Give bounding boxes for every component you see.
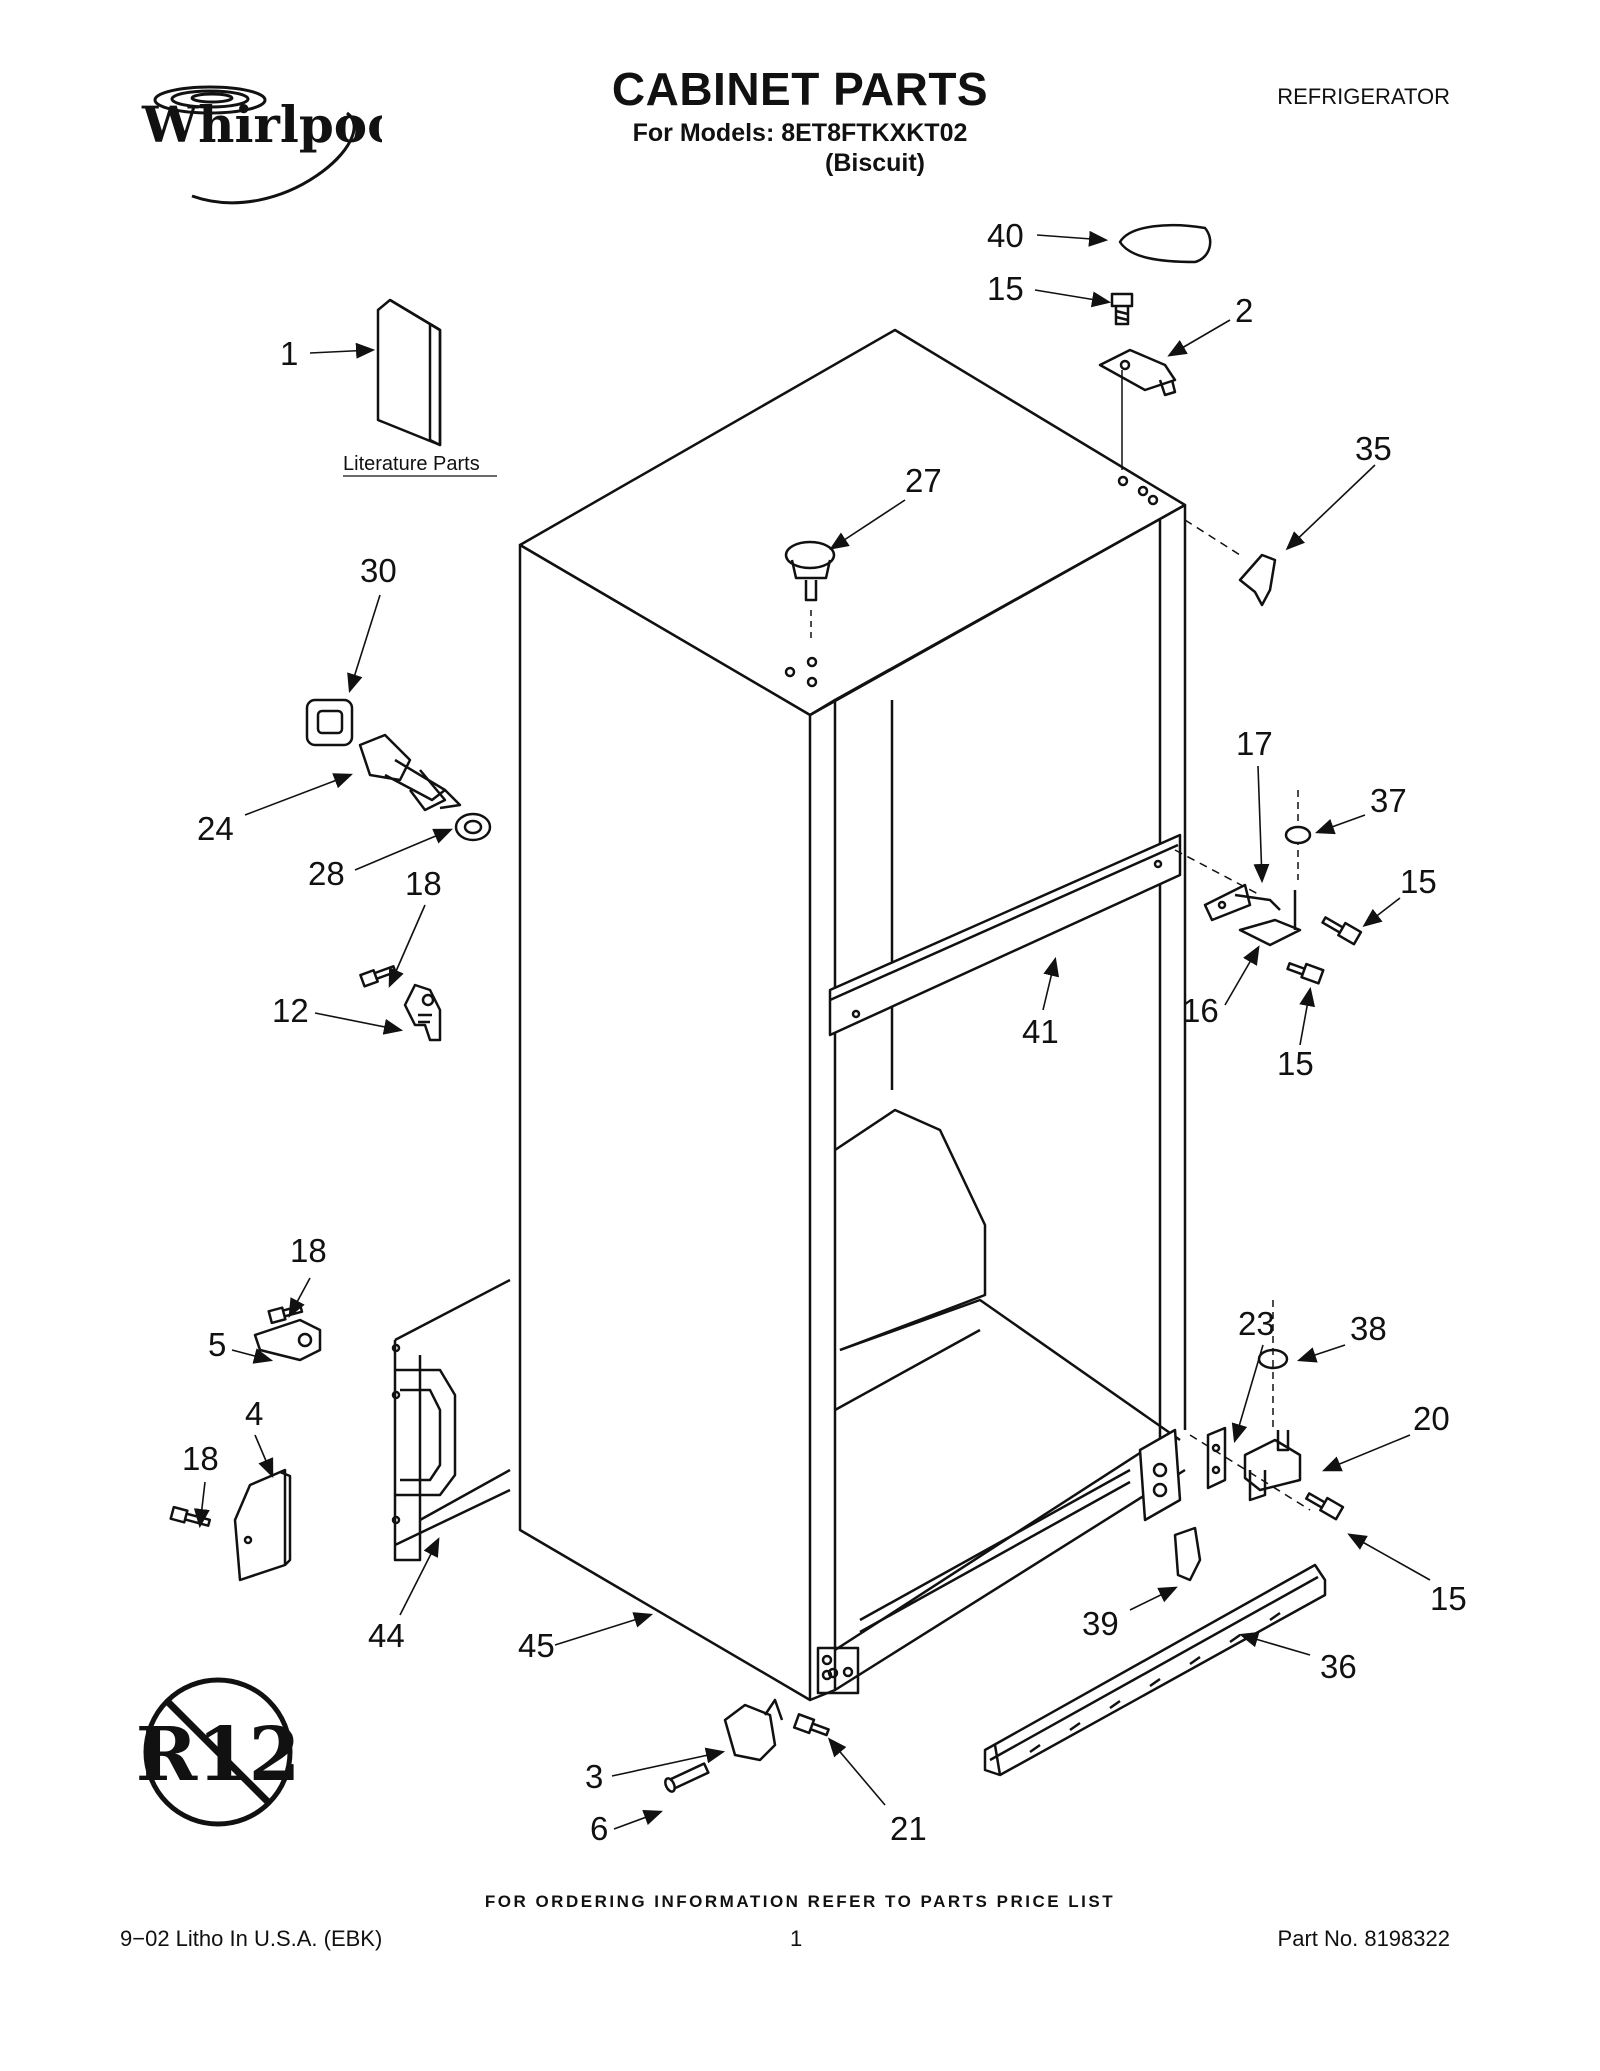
spacer-washer [454, 812, 492, 842]
callout-23: 23 [1238, 1305, 1275, 1342]
whirlpool-logo: Whirlpool [141, 85, 382, 205]
model-subtitle: For Models: 8ET8FTKXKT02 (Biscuit) [560, 118, 1040, 178]
top-screw [1110, 292, 1134, 326]
callout-6: 6 [590, 1810, 608, 1847]
callout-27: 27 [905, 462, 942, 499]
callout-37: 37 [1370, 782, 1407, 819]
callout-18-upper: 18 [405, 865, 442, 902]
callout-38: 38 [1350, 1310, 1387, 1347]
no-r12-badge: R12 [138, 1677, 298, 1827]
cabinet-shell [518, 328, 1187, 1702]
leveling-leg [723, 1698, 784, 1762]
callout-15-lower: 15 [1277, 1045, 1314, 1082]
callout-2: 2 [1235, 292, 1253, 329]
callout-18-cover: 18 [182, 1440, 219, 1477]
top-hinge [1098, 348, 1177, 470]
base-grille [983, 1563, 1327, 1777]
cover-plate [233, 1468, 292, 1582]
callout-39: 39 [1082, 1605, 1119, 1642]
grille-clip [1173, 1526, 1202, 1582]
ordering-note: FOR ORDERING INFORMATION REFER TO PARTS … [484, 1892, 1116, 1911]
callout-44: 44 [368, 1617, 405, 1654]
color-line: (Biscuit) [825, 149, 925, 177]
gasket-square [305, 698, 354, 747]
literature-packet [376, 298, 442, 447]
callout-41: 41 [1022, 1013, 1059, 1050]
callout-21: 21 [890, 1810, 927, 1847]
door-stop-assembly [358, 733, 462, 812]
callout-numbers: 40 15 2 1 27 35 30 24 28 18 12 17 37 15 … [182, 217, 1467, 1847]
callout-4: 4 [245, 1395, 263, 1432]
literature-parts-label: Literature Parts [343, 453, 480, 475]
callout-17: 17 [1236, 725, 1273, 762]
hinge-screw-right [1321, 916, 1363, 946]
callout-40: 40 [987, 217, 1024, 254]
page-title: CABINET PARTS [611, 63, 989, 115]
callout-24: 24 [197, 810, 234, 847]
callout-12: 12 [272, 992, 309, 1029]
hinge-cap [1238, 553, 1277, 607]
litho-info: 9−02 Litho In U.S.A. (EBK) [120, 1926, 383, 1951]
callout-15-mid: 15 [1400, 863, 1437, 900]
plug [784, 540, 836, 640]
callout-36: 36 [1320, 1648, 1357, 1685]
callout-18-clamp: 18 [290, 1232, 327, 1269]
hinge-screw-lower [1286, 962, 1325, 985]
axle-pin [664, 1762, 710, 1793]
callout-20: 20 [1413, 1400, 1450, 1437]
appliance-type: REFRIGERATOR [1277, 84, 1450, 109]
cover-screw [169, 1505, 212, 1527]
page-number: 1 [790, 1926, 803, 1951]
callout-3: 3 [585, 1758, 603, 1795]
lower-hinge-area [859, 1428, 1182, 1634]
washer-top [1284, 825, 1312, 845]
callout-15-base: 15 [1430, 1580, 1467, 1617]
divider-rail [828, 833, 1182, 1037]
callout-5: 5 [208, 1326, 226, 1363]
middle-hinge [1174, 790, 1302, 947]
side-bracket-panel [391, 1278, 511, 1562]
hinge-cover [1118, 223, 1212, 264]
callout-35: 35 [1355, 430, 1392, 467]
lower-hinge [1243, 1430, 1302, 1502]
door-stop-bracket [403, 983, 442, 1042]
leg-screw [792, 1713, 830, 1737]
lower-shim [1206, 1426, 1227, 1490]
callout-16: 16 [1182, 992, 1219, 1029]
callout-30: 30 [360, 552, 397, 589]
callout-15-top: 15 [987, 270, 1024, 307]
lower-hinge-screw [1305, 1492, 1345, 1521]
part-number: Part No. 8198322 [1277, 1926, 1450, 1951]
models-line: For Models: 8ET8FTKXKT02 [632, 119, 968, 147]
callout-1: 1 [280, 335, 298, 372]
leader-lines [193, 230, 1431, 1830]
callout-45: 45 [518, 1627, 555, 1664]
brand-wordmark: Whirlpool [141, 95, 382, 154]
clamp [253, 1318, 322, 1362]
callout-28: 28 [308, 855, 345, 892]
